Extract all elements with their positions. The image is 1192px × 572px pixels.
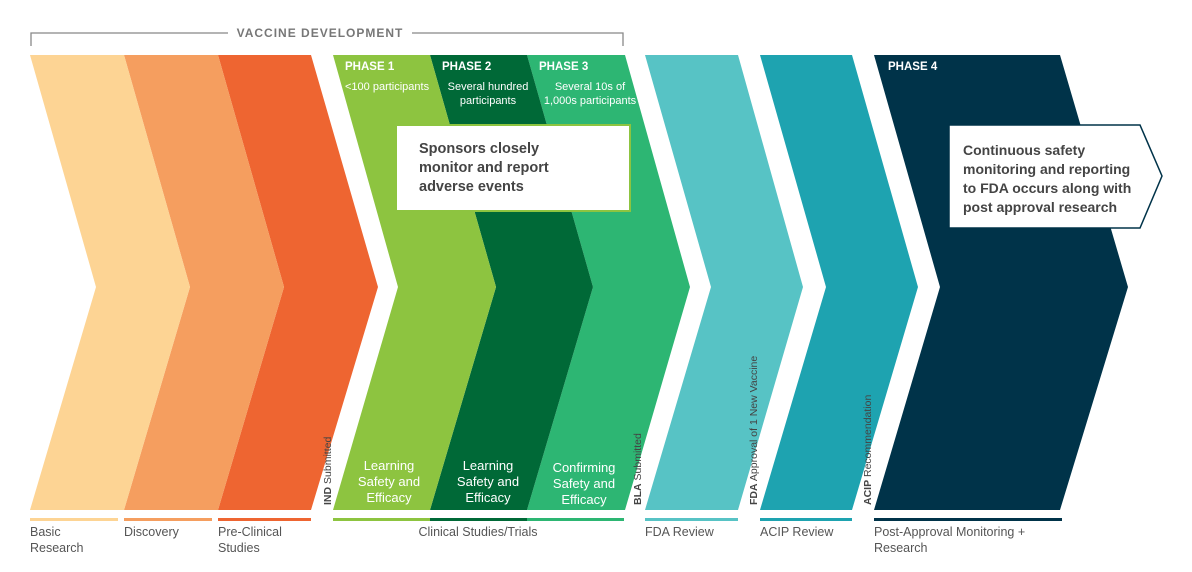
- stage-bar-clinical-phase3: [527, 518, 624, 521]
- phase3-subtitle-line2: 1,000s participants: [544, 95, 637, 107]
- stage-bar-clinical-phase1: [333, 518, 430, 521]
- phase3-body-line3: Efficacy: [561, 492, 607, 507]
- sponsors-callout-line3: adverse events: [419, 179, 524, 195]
- chevron-acip-review: [760, 55, 918, 510]
- chevrons: [30, 55, 1128, 510]
- phase2-title: PHASE 2: [442, 61, 491, 73]
- phase3-body-line2: Safety and: [553, 476, 615, 491]
- phase1-subtitle: <100 participants: [345, 81, 430, 93]
- continuous-callout-line1: Continuous safety: [963, 142, 1085, 158]
- stage-label-post-approval-line1: Post-Approval Monitoring +: [874, 525, 1025, 539]
- stage-label-fda-review: FDA Review: [645, 525, 715, 539]
- stage-label-clinical: Clinical Studies/Trials: [418, 525, 537, 539]
- phase2-body-line3: Efficacy: [465, 490, 511, 505]
- sponsors-callout-line1: Sponsors closely: [419, 141, 539, 157]
- phase3-body-line1: Confirming: [553, 460, 616, 475]
- phase2-subtitle-line2: participants: [460, 95, 517, 107]
- stage-label-post-approval-line2: Research: [874, 541, 928, 555]
- stage-labels: Basic Research Discovery Pre-Clinical St…: [30, 525, 1025, 555]
- phase3-title: PHASE 3: [539, 61, 588, 73]
- stage-bar-fda-review: [645, 518, 738, 521]
- sponsors-callout: Sponsors closely monitor and report adve…: [395, 124, 631, 212]
- phase4-title: PHASE 4: [888, 61, 938, 73]
- bracket-line: [30, 32, 624, 46]
- sponsors-callout-line2: monitor and report: [419, 160, 549, 176]
- sponsors-callout-box: [395, 124, 631, 212]
- phase1-body-line3: Efficacy: [366, 490, 412, 505]
- stage-label-basic-line1: Basic: [30, 525, 61, 539]
- continuous-callout-line3: to FDA occurs along with: [963, 180, 1131, 196]
- continuous-callout-line4: post approval research: [963, 199, 1117, 215]
- stage-bar-clinical-phase2: [430, 518, 527, 521]
- phase1-body-line1: Learning: [364, 458, 415, 473]
- milestone-bla: BLA Submitted: [632, 433, 644, 505]
- milestone-labels: IND Submitted BLA Submitted FDA Approval…: [322, 356, 874, 505]
- stage-label-preclinical-line1: Pre-Clinical: [218, 525, 282, 539]
- stage-bars: [30, 518, 1062, 521]
- stage-label-discovery: Discovery: [124, 525, 180, 539]
- stage-label-acip-review: ACIP Review: [760, 525, 834, 539]
- phase2-body-line1: Learning: [463, 458, 514, 473]
- chevron-discovery: [124, 55, 284, 510]
- continuous-callout-line2: monitoring and reporting: [963, 161, 1130, 177]
- chevron-pre-clinical: [218, 55, 378, 510]
- stage-label-preclinical-line2: Studies: [218, 541, 260, 555]
- phase2-body-line2: Safety and: [457, 474, 519, 489]
- chevron-fda-review: [645, 55, 803, 510]
- phase-body-texts: Learning Safety and Efficacy Learning Sa…: [358, 458, 616, 507]
- phase1-body-line2: Safety and: [358, 474, 420, 489]
- milestone-ind: IND Submitted: [322, 437, 334, 505]
- stage-bar-basic-research: [30, 518, 118, 521]
- vaccine-development-bracket: VACCINE DEVELOPMENT: [30, 26, 624, 46]
- continuous-callout: Continuous safety monitoring and reporti…: [948, 124, 1163, 229]
- stage-bar-acip-review: [760, 518, 852, 521]
- continuous-callout-box: [948, 124, 1163, 229]
- stage-bar-discovery: [124, 518, 212, 521]
- phase-headers: PHASE 1 <100 participants PHASE 2 Severa…: [345, 61, 938, 107]
- phase2-subtitle-line1: Several hundred: [448, 81, 529, 93]
- chevron-basic-research: [30, 55, 190, 510]
- stage-bar-pre-clinical: [218, 518, 311, 521]
- phase3-subtitle-line1: Several 10s of: [555, 81, 626, 93]
- milestone-acip: ACIP Recommendation: [862, 395, 874, 505]
- phase1-title: PHASE 1: [345, 61, 395, 73]
- stage-bar-post-approval: [874, 518, 1062, 521]
- stage-label-basic-line2: Research: [30, 541, 84, 555]
- milestone-fda: FDA Approval of 1 New Vaccine: [748, 356, 760, 505]
- vaccine-development-label: VACCINE DEVELOPMENT: [237, 26, 404, 40]
